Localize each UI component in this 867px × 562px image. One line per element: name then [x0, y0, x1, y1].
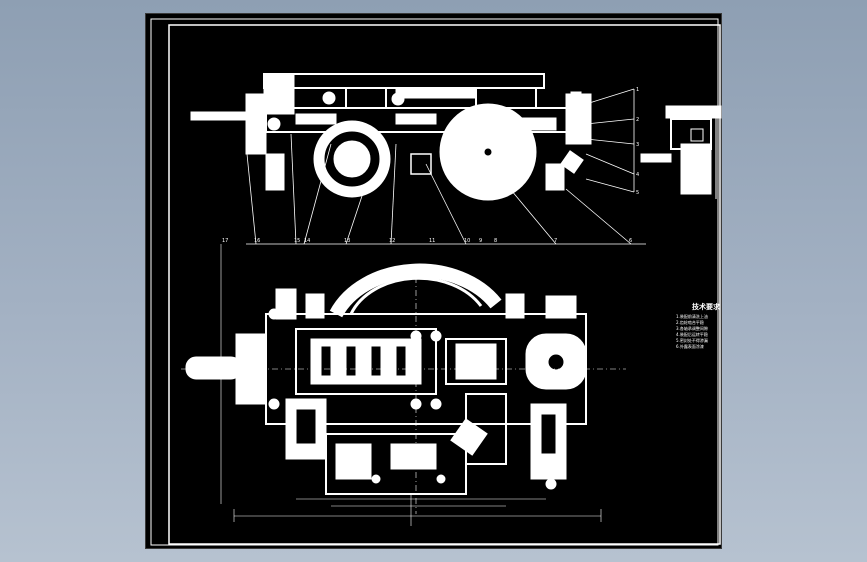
plan-view: [185, 263, 587, 495]
cad-drawing: 1 2 3 4 5 17 16 15 14 13 12 11 10 9 8 7 …: [150, 18, 722, 546]
drawing-sheet: 1 2 3 4 5 17 16 15 14 13 12 11 10 9 8 7 …: [145, 13, 722, 549]
outer-frame: [150, 18, 719, 546]
callout-12: 12: [389, 238, 395, 244]
callout-9: 9: [479, 238, 482, 244]
note-line: 6.外露表面涂漆: [676, 344, 704, 349]
callout-15: 15: [294, 238, 300, 244]
callout-14: 14: [304, 238, 310, 244]
callout-3: 3: [636, 142, 639, 148]
note-line: 2.齿轮啮合平稳: [676, 320, 704, 325]
callout-11: 11: [429, 238, 435, 244]
plan-centerlines: [181, 264, 626, 514]
dimension-lines: [220, 244, 602, 526]
note-line: 5.密封处不得渗漏: [676, 338, 708, 343]
callout-6: 6: [629, 238, 632, 244]
callout-2: 2: [636, 117, 639, 123]
callout-16: 16: [254, 238, 260, 244]
callout-labels-top: 1 2 3 4 5: [636, 87, 639, 196]
note-line: 3.各轴承调整间隙: [676, 326, 708, 331]
callout-labels-bottom: 17 16 15 14 13 12 11 10 9 8 7 6: [222, 238, 632, 244]
callout-7: 7: [554, 238, 557, 244]
callout-13: 13: [344, 238, 350, 244]
inner-frame: [168, 24, 721, 545]
note-line: 4.装配后运转平稳: [676, 332, 708, 337]
callout-8: 8: [494, 238, 497, 244]
callout-5: 5: [636, 190, 639, 196]
note-line: 1.装配前清洗上油: [676, 314, 708, 319]
callout-17: 17: [222, 238, 228, 244]
technical-requirements-title: 技术要求: [692, 303, 720, 311]
callout-10: 10: [464, 238, 470, 244]
top-view: [190, 73, 592, 201]
side-view: [640, 105, 722, 199]
callout-1: 1: [636, 87, 639, 93]
callout-4: 4: [636, 172, 639, 178]
top-leader-lines: [245, 88, 646, 245]
